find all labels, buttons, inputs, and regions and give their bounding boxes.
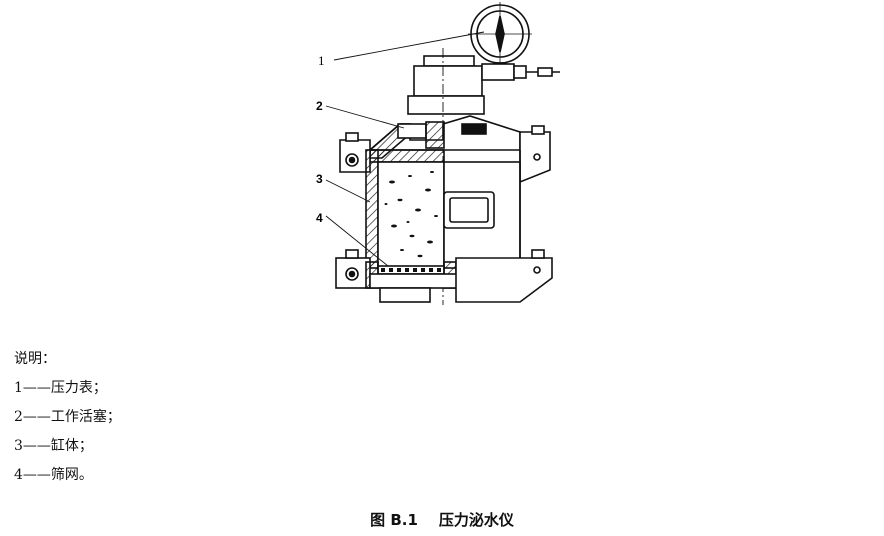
sieve-screen xyxy=(377,265,445,275)
callout-4: 4 xyxy=(316,211,323,225)
legend: 说明： 1——压力表； 2——工作活塞； 3——缸体； 4——筛网。 xyxy=(14,345,121,490)
callout-1: 1 xyxy=(318,53,325,68)
cover-plate xyxy=(367,115,521,163)
concrete-sample xyxy=(384,171,438,258)
legend-heading: 说明： xyxy=(14,351,56,367)
base-plate xyxy=(335,249,553,303)
callout-2: 2 xyxy=(316,99,323,113)
figure-caption: 图 B.1 压力泌水仪 xyxy=(0,509,884,530)
callout-3: 3 xyxy=(316,172,323,186)
valve-block xyxy=(407,55,560,115)
caption-title: 压力泌水仪 xyxy=(438,511,514,529)
leader-lines xyxy=(325,31,485,267)
legend-item-sieve: 4——筛网。 xyxy=(14,467,93,483)
legend-item-piston: 2——工作活塞； xyxy=(14,409,121,425)
caption-label: 图 B.1 xyxy=(370,511,418,529)
pressure-bleeding-apparatus-diagram: 1 2 3 4 xyxy=(316,2,560,305)
cylinder-body xyxy=(365,149,521,269)
legend-item-gauge: 1——压力表； xyxy=(14,380,107,396)
legend-item-cylinder: 3——缸体； xyxy=(14,438,93,454)
pressure-gauge xyxy=(468,2,532,72)
working-piston xyxy=(397,121,445,149)
upper-lug xyxy=(339,125,551,184)
